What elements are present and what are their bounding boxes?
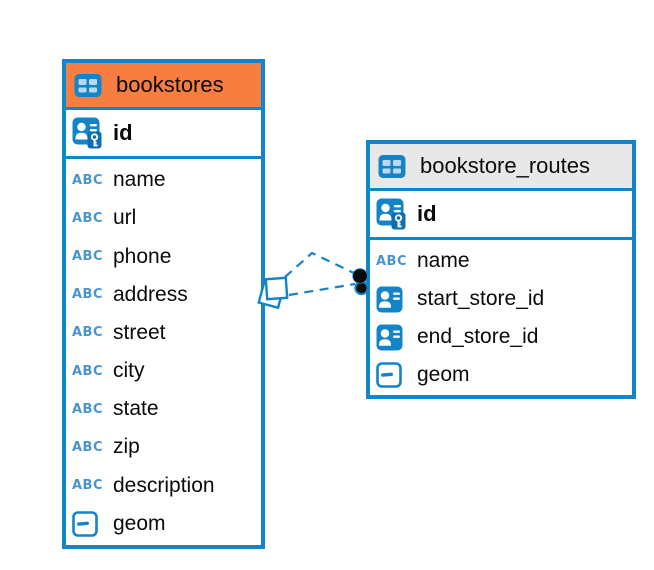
- column-type-icon-slot: ABC: [72, 479, 106, 492]
- column-row[interactable]: start_store_id: [370, 280, 632, 318]
- text-type-icon: ABC: [72, 401, 104, 417]
- column-type-icon-slot: [376, 286, 410, 313]
- column-row[interactable]: ABC name: [370, 242, 632, 280]
- column-type-icon-slot: ABC: [72, 441, 106, 454]
- text-type-icon: ABC: [72, 325, 104, 341]
- foreign-key-icon: [376, 324, 403, 351]
- text-type-icon: ABC: [72, 172, 104, 188]
- table-icon: [74, 73, 102, 98]
- text-type-icon: ABC: [72, 439, 104, 455]
- column-name: id: [417, 201, 437, 226]
- table-header-bookstore-routes[interactable]: bookstore_routes: [370, 144, 632, 191]
- geometry-type-icon: [376, 362, 402, 388]
- column-name: state: [113, 397, 159, 421]
- text-type-icon: ABC: [72, 478, 104, 494]
- column-type-icon-slot: [376, 324, 410, 351]
- column-row-pk[interactable]: id: [66, 110, 261, 159]
- column-name: address: [113, 282, 188, 306]
- column-name: geom: [417, 363, 470, 386]
- column-type-icon-slot: ABC: [72, 326, 106, 339]
- column-row[interactable]: geom: [370, 356, 632, 394]
- relationship-link-end-store[interactable]: [288, 282, 356, 297]
- column-row[interactable]: ABC description: [66, 467, 261, 505]
- column-row-pk[interactable]: id: [370, 191, 632, 240]
- column-name: city: [113, 359, 145, 383]
- text-type-icon: ABC: [72, 210, 104, 226]
- primary-key-icon: [72, 117, 106, 149]
- column-name: start_store_id: [417, 287, 545, 310]
- column-type-icon-slot: ABC: [72, 288, 106, 301]
- column-name: geom: [113, 511, 166, 535]
- column-row[interactable]: ABC url: [66, 199, 261, 237]
- column-name: name: [113, 168, 166, 192]
- column-type-icon-slot: ABC: [72, 250, 106, 263]
- column-name: zip: [113, 435, 140, 459]
- column-type-icon-slot: ABC: [376, 255, 410, 268]
- primary-key-icon: [72, 117, 102, 149]
- text-type-icon: ABC: [72, 287, 104, 303]
- table-header-bookstores[interactable]: bookstores: [66, 63, 261, 110]
- column-row[interactable]: ABC zip: [66, 428, 261, 466]
- column-row[interactable]: ABC address: [66, 276, 261, 314]
- column-row[interactable]: ABC phone: [66, 238, 261, 276]
- column-type-icon-slot: ABC: [72, 174, 106, 187]
- column-row[interactable]: ABC state: [66, 390, 261, 428]
- column-row[interactable]: ABC street: [66, 314, 261, 352]
- primary-key-icon: [376, 198, 410, 230]
- table-title: bookstore_routes: [420, 153, 590, 178]
- text-type-icon: ABC: [376, 253, 408, 269]
- table-title: bookstores: [116, 72, 224, 97]
- entity-table-bookstore-routes[interactable]: bookstore_routes id ABC name start_store_i…: [366, 140, 636, 399]
- column-type-icon-slot: ABC: [72, 212, 106, 225]
- column-name: name: [417, 249, 470, 272]
- table-icon: [378, 154, 412, 179]
- column-row[interactable]: geom: [66, 505, 261, 543]
- column-type-icon-slot: ABC: [72, 403, 106, 416]
- column-name: description: [113, 473, 215, 497]
- relationship-link-start-store[interactable]: [284, 251, 357, 278]
- column-name: phone: [113, 244, 172, 268]
- column-type-icon-slot: [376, 362, 410, 388]
- column-type-icon-slot: ABC: [72, 365, 106, 378]
- column-name: id: [113, 120, 133, 145]
- column-row[interactable]: end_store_id: [370, 318, 632, 356]
- table-icon: [378, 154, 406, 179]
- column-row[interactable]: ABC name: [66, 161, 261, 199]
- geometry-type-icon: [72, 510, 98, 537]
- text-type-icon: ABC: [72, 249, 104, 265]
- column-name: end_store_id: [417, 325, 539, 348]
- column-row[interactable]: ABC city: [66, 352, 261, 390]
- foreign-key-icon: [376, 286, 403, 313]
- column-name: url: [113, 206, 137, 230]
- column-name: street: [113, 320, 166, 344]
- column-type-icon-slot: [72, 510, 106, 537]
- table-icon: [74, 73, 108, 98]
- text-type-icon: ABC: [72, 363, 104, 379]
- primary-key-icon: [376, 198, 406, 230]
